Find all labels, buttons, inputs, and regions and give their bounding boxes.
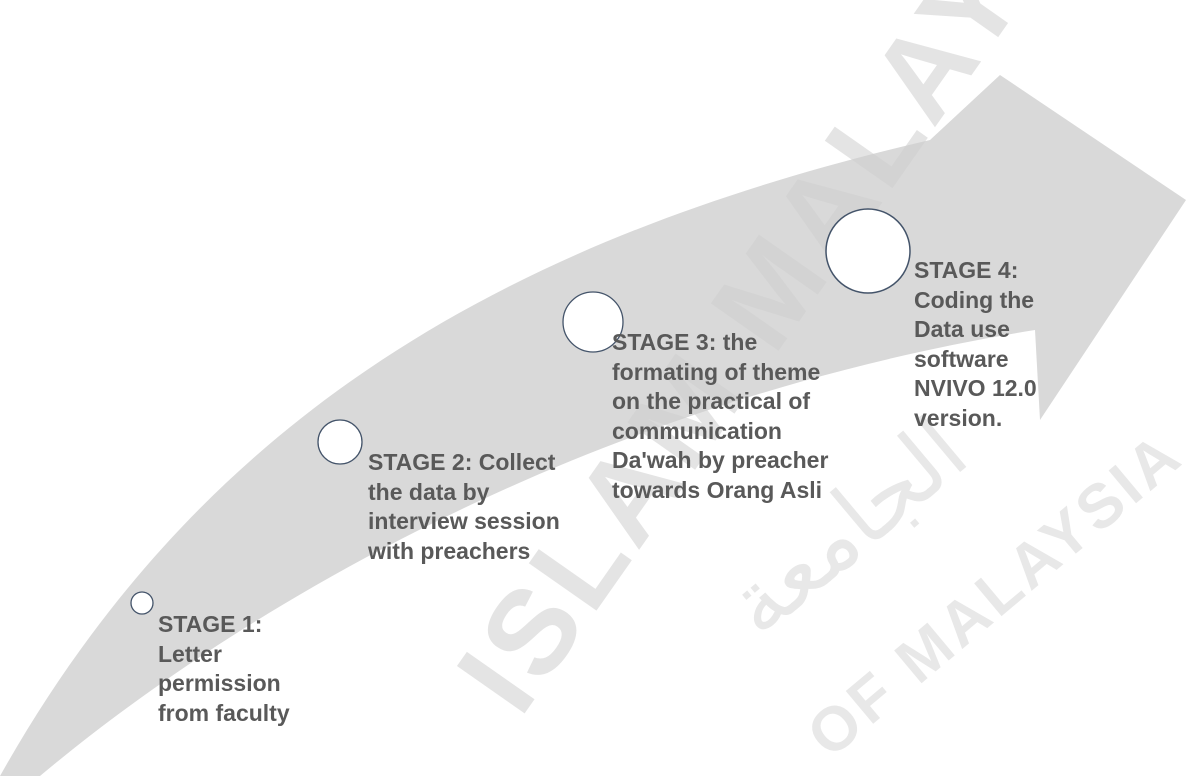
stage-2-label: STAGE 2: Collect the data by interview s… xyxy=(368,449,560,564)
stage-4-label: STAGE 4: Coding the Data use software NV… xyxy=(914,257,1037,431)
stage-3-label: STAGE 3: the formating of theme on the p… xyxy=(612,329,829,503)
stage-1-marker xyxy=(130,591,154,615)
stage-1-label: STAGE 1: Letter permission from faculty xyxy=(158,611,290,726)
stage-3-marker xyxy=(562,291,624,353)
stage-2-marker xyxy=(317,419,363,465)
stage-4-marker xyxy=(825,208,911,294)
